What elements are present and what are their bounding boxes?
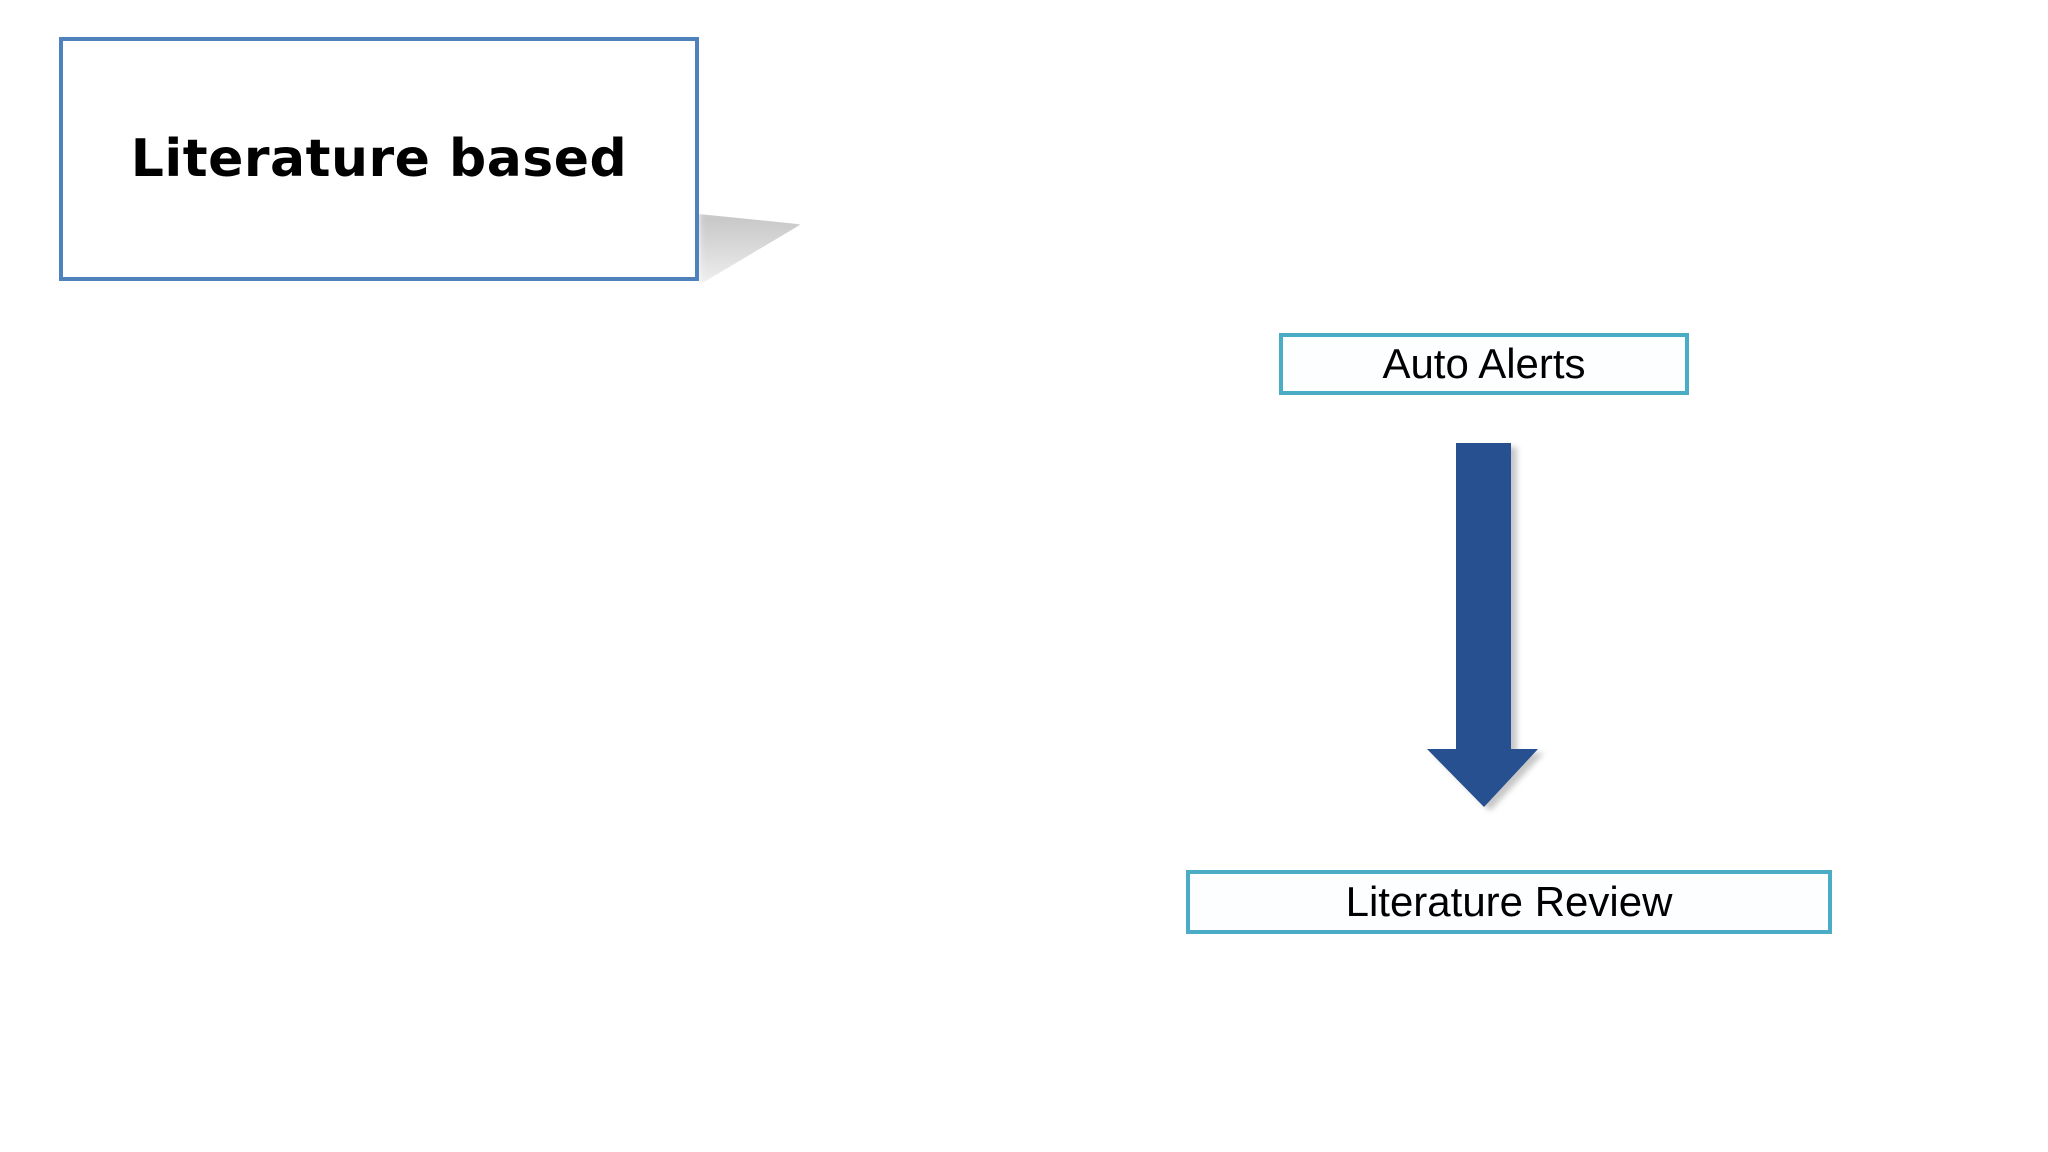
node-literature-review: Literature Review [1186, 870, 1832, 934]
node-auto-alerts: Auto Alerts [1279, 333, 1689, 395]
down-arrow-icon [1427, 443, 1538, 807]
perspective-shadow [699, 213, 801, 285]
down-arrow-connector [1427, 443, 1538, 807]
node-literature-review-label: Literature Review [1345, 878, 1673, 925]
node-literature-based-label: Literature based [130, 129, 628, 189]
node-literature-based: Literature based [59, 37, 699, 281]
node-auto-alerts-label: Auto Alerts [1382, 340, 1586, 387]
down-arrow-shape [1427, 443, 1538, 807]
